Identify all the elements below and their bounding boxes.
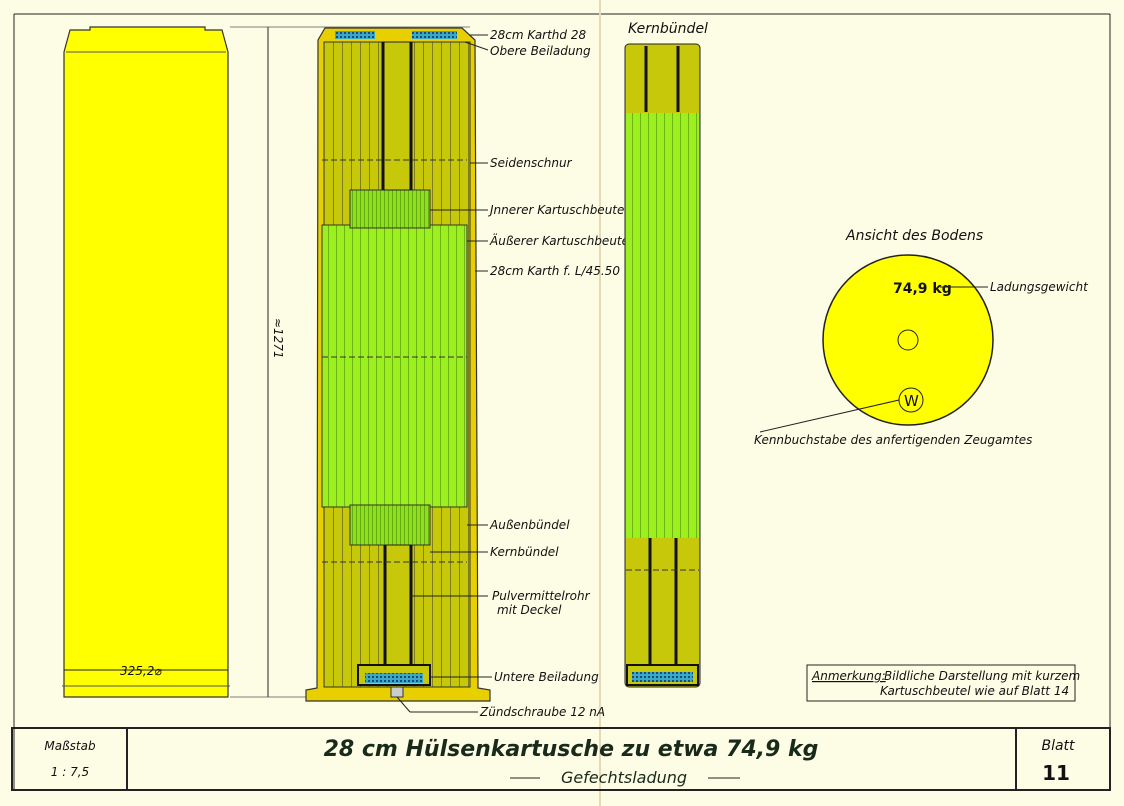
label-untere-beiladung: Untere Beiladung (494, 670, 599, 684)
label-mit-deckel: mit Deckel (497, 603, 562, 617)
label-zuendschraube: Zündschraube 12 nA (479, 705, 605, 719)
cartridge-exterior-view: 325,2⌀ ≈1271 (62, 26, 470, 698)
section-labels: 28cm Karthd 28 Obere Beiladung Seidensch… (396, 28, 633, 719)
note-line1: Bildliche Darstellung mit kurzem (884, 669, 1080, 683)
scale-value: 1 : 7,5 (51, 765, 89, 779)
label-aussenbuendel: Außenbündel (489, 518, 570, 532)
drawing-subtitle: Gefechtsladung (561, 768, 687, 787)
title-block: Maßstab 1 : 7,5 28 cm Hülsenkartusche zu… (11, 727, 1111, 791)
label-innerer-kartuschbeutel: Jnnerer Kartuschbeutel. (488, 203, 632, 217)
letter-label: Kennbuchstabe des anfertigenden Zeugamte… (754, 433, 1032, 447)
base-letter: W (904, 392, 919, 410)
kernbuendel-view: Kernbündel (624, 21, 708, 688)
scale-label: Maßstab (44, 739, 96, 753)
note-label: Anmerkung: (811, 669, 886, 683)
kernbuendel-title: Kernbündel (628, 21, 708, 37)
base-weight: 74,9 kg (893, 281, 952, 297)
sheet-frame (13, 0, 1111, 806)
base-view-title: Ansicht des Bodens (845, 228, 983, 244)
label-kernbuendel: Kernbündel (490, 545, 559, 559)
label-kartuschhuelse: 28cm Karthd 28 (490, 28, 586, 42)
sheet-number: 11 (1042, 761, 1070, 785)
label-aeusserer-kartuschbeutel: Äußerer Kartuschbeutel (489, 233, 633, 248)
label-obere-beiladung: Obere Beiladung (490, 44, 591, 58)
label-seidenschnur: Seidenschnur (490, 156, 573, 170)
note-line2: Kartuschbeutel wie auf Blatt 14 (880, 684, 1069, 698)
weight-label: Ladungsgewicht (990, 280, 1089, 294)
label-pulvermittelrohr: Pulvermittelrohr (492, 589, 591, 603)
note-box: Anmerkung: Bildliche Darstellung mit kur… (806, 664, 1080, 702)
base-view: Ansicht des Bodens W 74,9 kg Ladungsgewi… (754, 228, 1089, 447)
drawing-title: 28 cm Hülsenkartusche zu etwa 74,9 kg (324, 737, 819, 762)
cartridge-section-view (305, 27, 491, 702)
label-karth: 28cm Karth f. L/45.50 (490, 264, 620, 278)
length-dimension: ≈1271 (271, 318, 285, 359)
sheet-label: Blatt (1041, 738, 1075, 754)
diameter-dimension: 325,2⌀ (120, 664, 162, 678)
